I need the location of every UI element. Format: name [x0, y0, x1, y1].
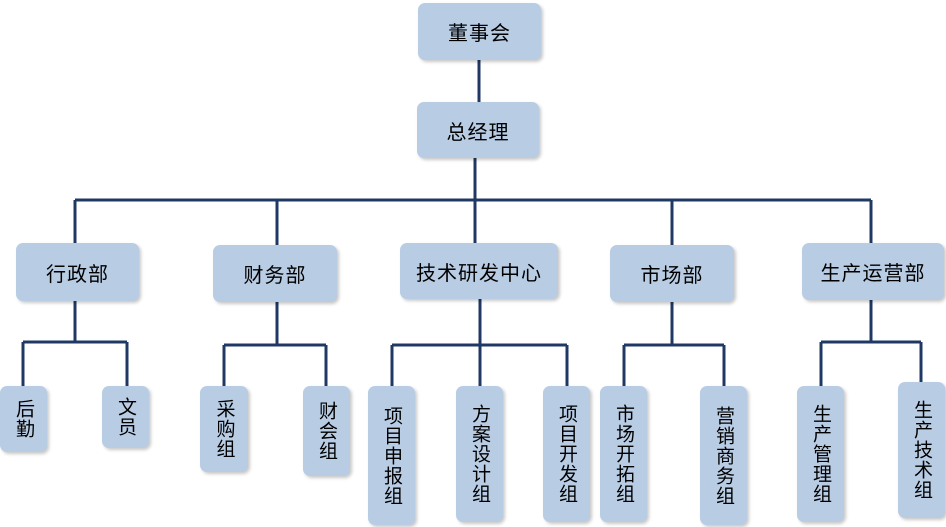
- node-group-production-technology: 生产技术组: [898, 382, 945, 518]
- node-group-market-expansion: 市场开拓组: [600, 386, 647, 522]
- node-dept-rnd-center: 技术研发中心: [400, 243, 558, 299]
- node-dept-marketing: 市场部: [610, 245, 734, 302]
- node-group-logistics: 后勤: [0, 386, 47, 452]
- node-group-procurement: 采购组: [200, 386, 248, 472]
- node-group-accounting: 财会组: [303, 386, 350, 476]
- node-group-clerk: 文员: [102, 386, 149, 448]
- node-general-manager: 总经理: [417, 102, 539, 158]
- node-board: 董事会: [418, 3, 541, 60]
- node-group-sales-business: 营销商务组: [700, 386, 747, 525]
- node-dept-production: 生产运营部: [802, 243, 944, 300]
- node-group-project-application: 项目申报组: [368, 386, 415, 525]
- node-group-solution-design: 方案设计组: [456, 386, 503, 522]
- node-dept-finance: 财务部: [213, 245, 337, 302]
- node-group-production-management: 生产管理组: [797, 386, 844, 522]
- node-group-project-development: 项目开发组: [543, 386, 590, 522]
- node-dept-admin: 行政部: [16, 243, 139, 301]
